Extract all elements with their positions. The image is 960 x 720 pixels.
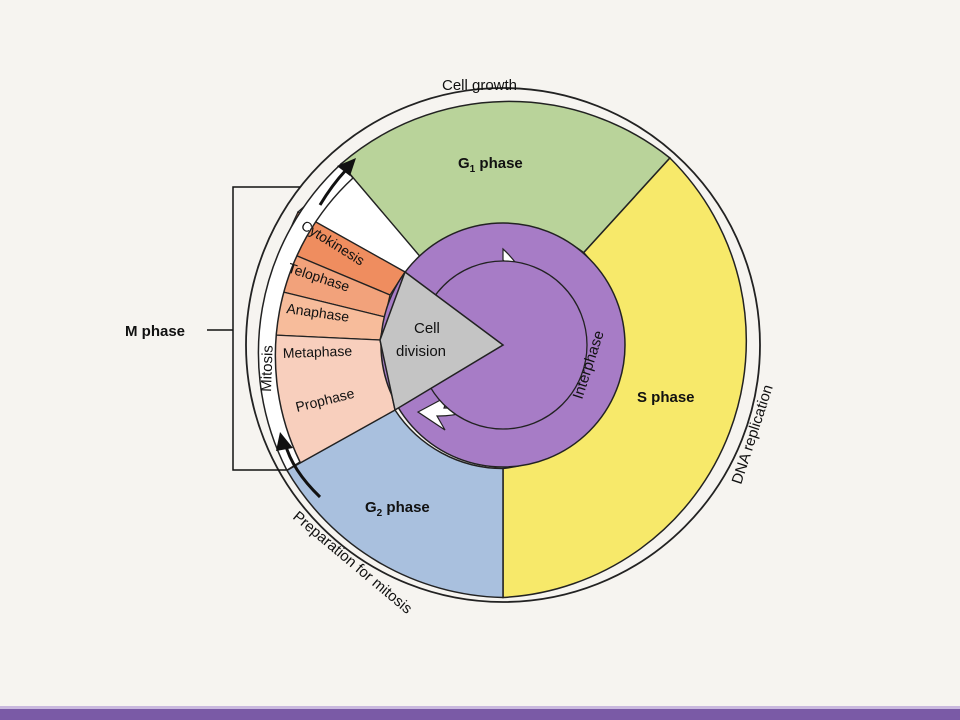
s-phase-label: S phase <box>637 389 695 406</box>
m-phase-label: M phase <box>125 323 185 340</box>
m-phase-bracket <box>232 186 300 471</box>
mitosis-label: Mitosis <box>258 345 277 392</box>
bottom-rule <box>0 709 960 720</box>
mitosis-outer-band <box>257 162 355 472</box>
g2-phase-sector <box>285 409 504 599</box>
outer-circle <box>245 87 761 603</box>
mitosis-end-arrowhead-icon <box>337 158 356 176</box>
mitosis-end-arrow <box>318 168 348 206</box>
cell-division-wedge <box>379 270 505 412</box>
bottom-rule-highlight <box>0 706 960 709</box>
cell-division-label-line-1: Cell <box>414 320 440 337</box>
g1-phase-label: G1 phase <box>458 155 523 175</box>
cell-division-label-line-2: division <box>396 343 446 360</box>
metaphase-label: Metaphase <box>283 343 353 361</box>
g2-phase-label: G2 phase <box>365 499 430 519</box>
mitosis-start-arrowhead-icon <box>276 432 293 451</box>
g1-caption: Cell growth <box>442 77 517 94</box>
